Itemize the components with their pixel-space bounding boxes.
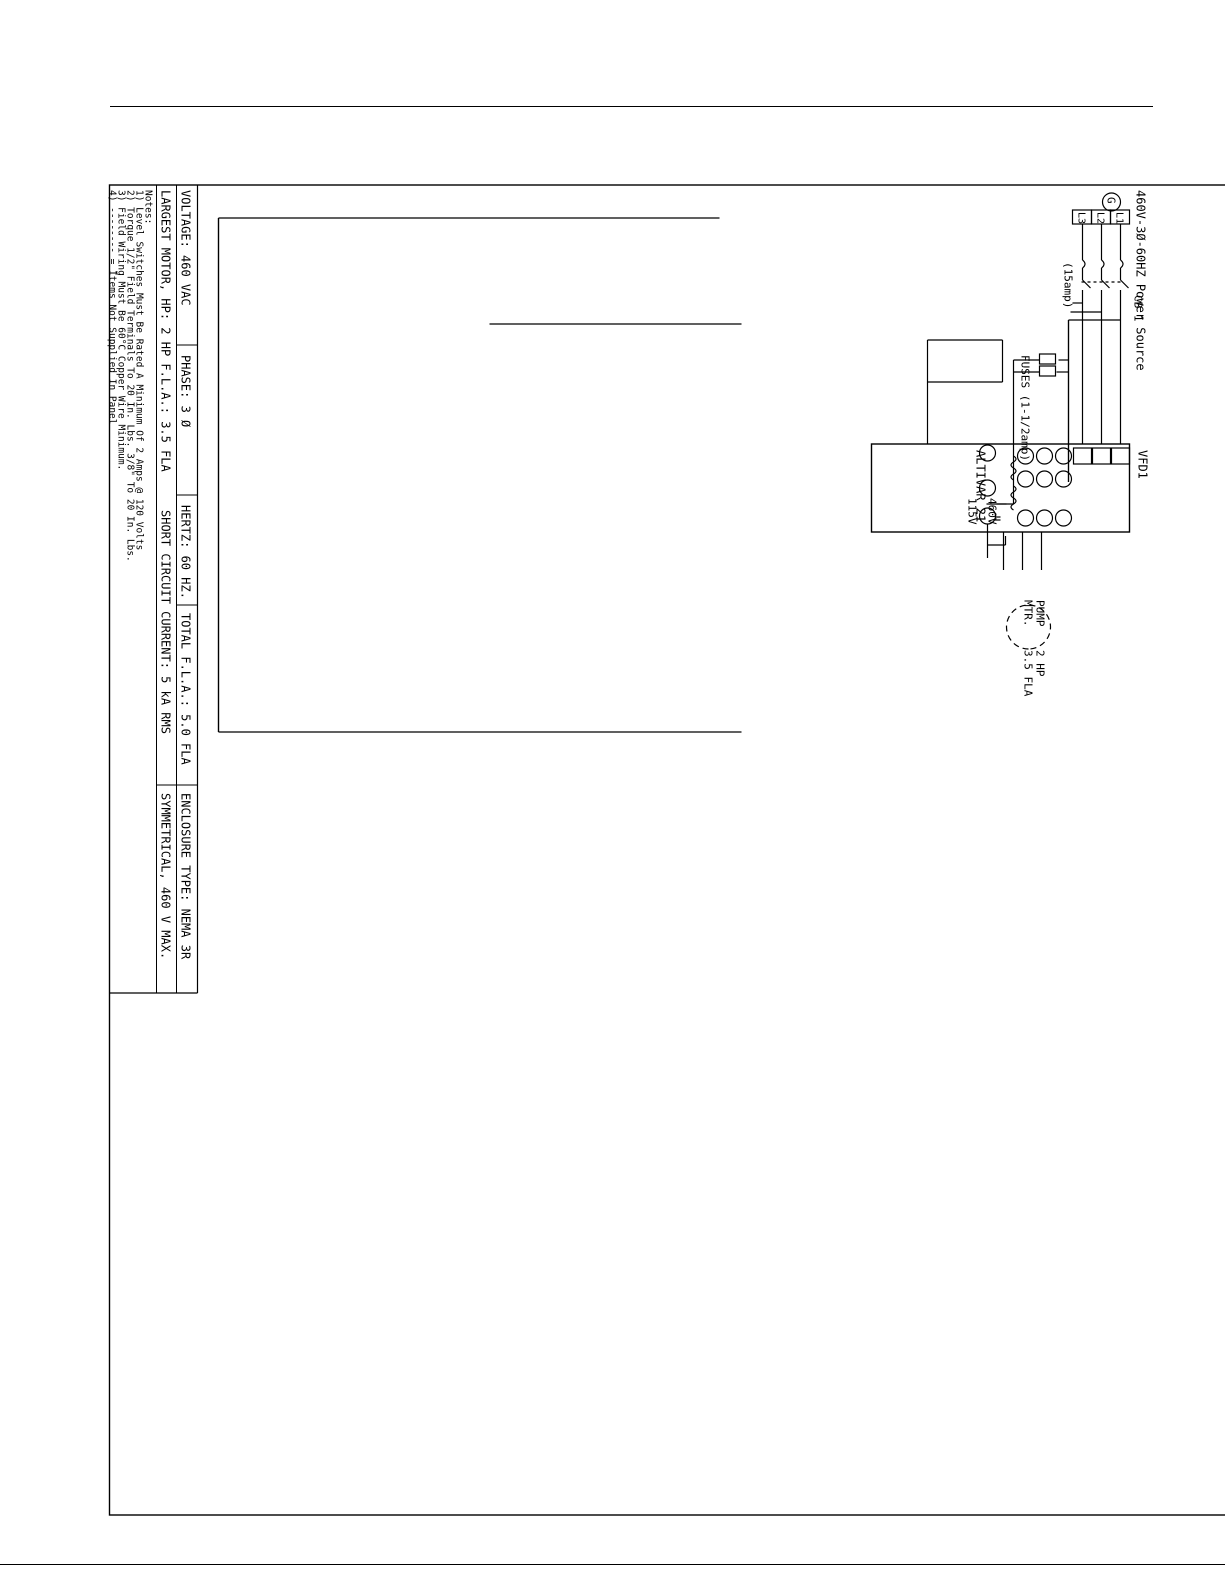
cb1-rating: (15amp) bbox=[1062, 262, 1075, 308]
xf-lv: 115V bbox=[966, 498, 979, 525]
rating-hertz: HERTZ: 60 HZ. bbox=[179, 505, 193, 599]
motor-fla: 3.5 FLA bbox=[1022, 650, 1035, 697]
ground-label: G bbox=[1105, 197, 1118, 204]
vfd1-label: VFD1 bbox=[1136, 450, 1150, 479]
xf-hv: 460V bbox=[986, 498, 999, 525]
motor-l1: PUMP bbox=[1034, 600, 1047, 627]
pump-motor bbox=[1005, 604, 1052, 650]
rating-short-circuit: SHORT CIRCUIT CURRENT: 5 kA RMS bbox=[159, 510, 173, 734]
control-ladder bbox=[217, 218, 220, 732]
note-1: 1) Level Switches Must Be Rated A Minimu… bbox=[134, 190, 145, 550]
motor-hp: 2 HP bbox=[1034, 650, 1047, 677]
sheet-border bbox=[108, 184, 1225, 1516]
line-l1: L1 bbox=[1114, 212, 1125, 224]
vfd1-box bbox=[870, 443, 1131, 533]
footer-rule bbox=[0, 1564, 1225, 1565]
rating-phase: PHASE: 3 Ø bbox=[179, 355, 193, 428]
vfd1-model: ALTIVAR 21 bbox=[974, 450, 988, 522]
note-3: 3) Field Wiring Must Be 60°C Copper Wire… bbox=[116, 190, 127, 470]
fuses-label: FUSES (1-1/2amp) bbox=[1019, 355, 1032, 461]
motor-l2: MTR. bbox=[1022, 600, 1035, 627]
note-title: Notes: bbox=[143, 190, 154, 224]
note-4: 4) -------- = Items Not Supplied In Pane… bbox=[107, 190, 118, 425]
line-l3: L3 bbox=[1076, 212, 1087, 224]
rating-enclosure: ENCLOSURE TYPE: NEMA 3R bbox=[179, 793, 193, 960]
rating-symmetrical: SYMMETRICAL, 460 V MAX. bbox=[159, 793, 173, 959]
rating-total-fla: TOTAL F.L.A.: 5.0 FLA bbox=[179, 613, 193, 765]
rating-voltage: VOLTAGE: 460 VAC bbox=[179, 190, 193, 306]
power-source-label: 460V-3Ø-60HZ Power Source bbox=[1134, 190, 1148, 371]
line-l2: L2 bbox=[1095, 212, 1106, 224]
rating-largest-motor: LARGEST MOTOR, HP: 2 HP F.L.A.: 3.5 FLA bbox=[159, 190, 173, 473]
header-rule bbox=[110, 106, 1153, 107]
power-section bbox=[870, 192, 1131, 570]
note-2: 2) Torque 1/2" Field Terminals To 20 In.… bbox=[125, 190, 136, 562]
cb1-label: CB 1 bbox=[1132, 295, 1145, 322]
ground-symbol bbox=[1101, 192, 1122, 212]
